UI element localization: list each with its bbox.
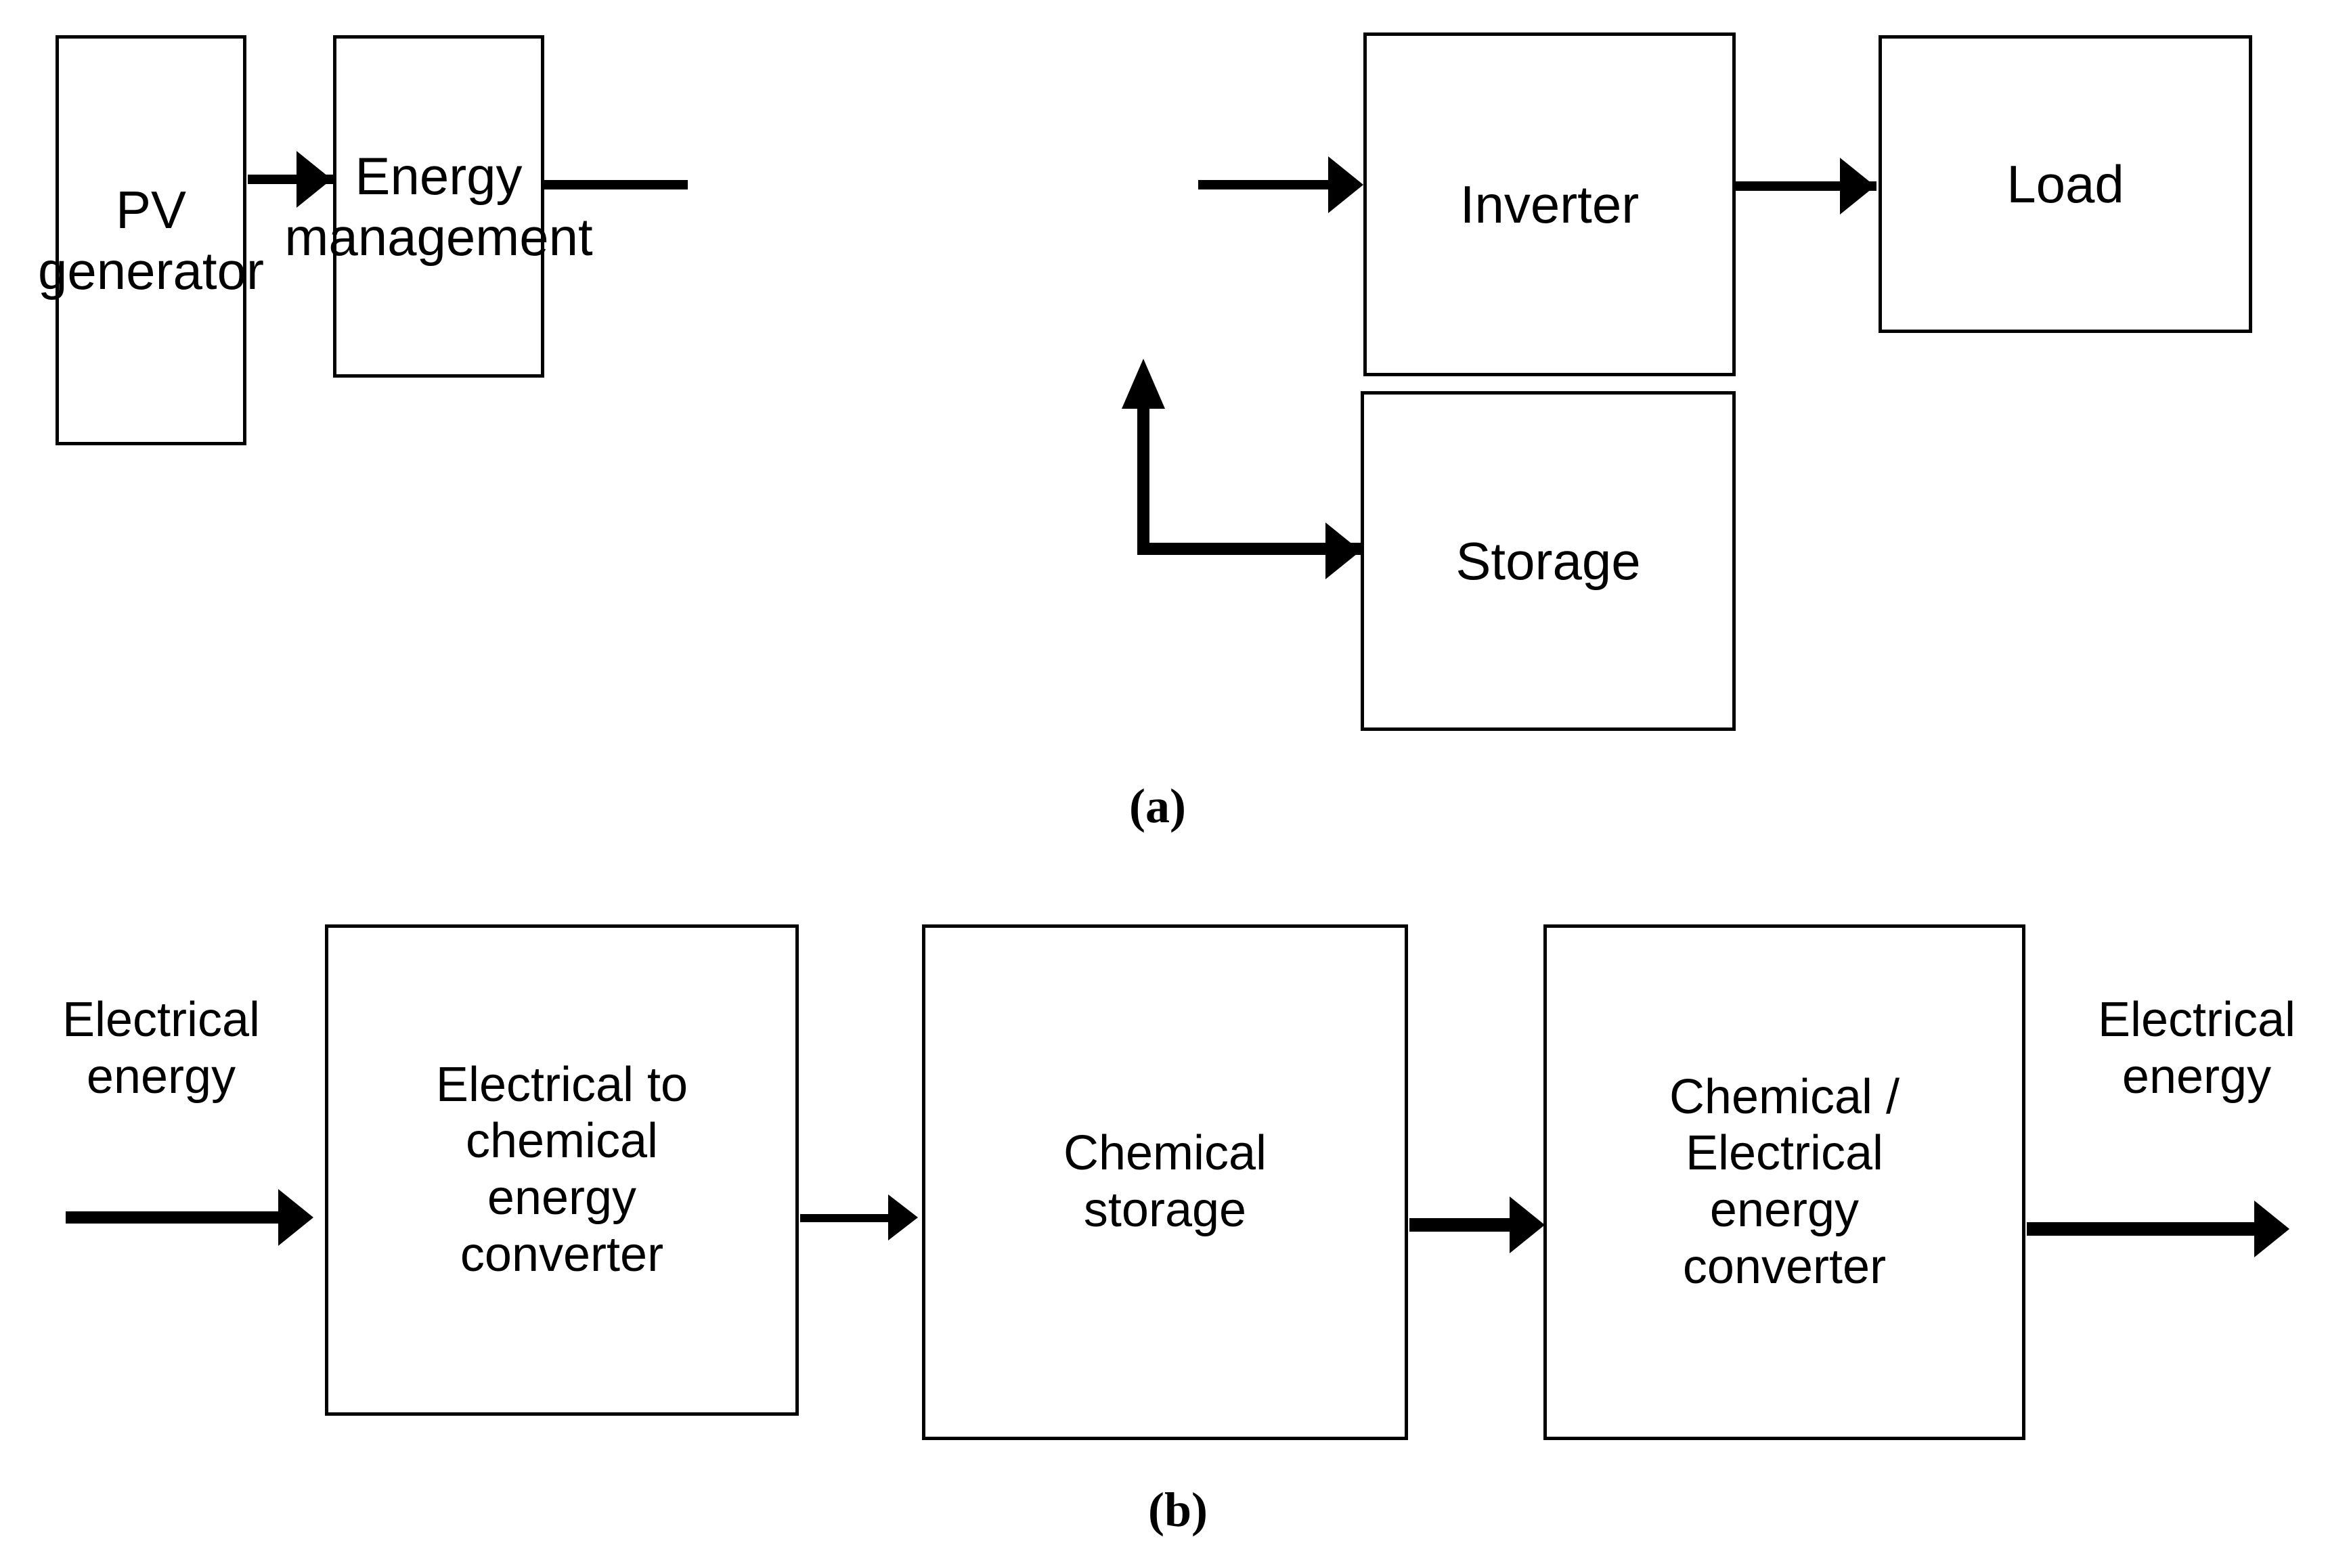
input-energy-label: Electrical energy [62, 993, 261, 1104]
arrow-right-icon [2254, 1201, 2289, 1257]
connector-converter-to-chemical-storage [800, 1214, 888, 1222]
block-pv-generator[interactable]: PV generator [38, 35, 264, 445]
connector-converter-to-output [2027, 1222, 2258, 1236]
connector-storage-loop-horizontal [1137, 543, 1361, 555]
block-label: Storage [1455, 531, 1641, 591]
block-label: Chemical / Electrical energy converter [1669, 1069, 1900, 1294]
block-storage[interactable]: Storage [1361, 391, 1736, 731]
block-chemical-storage[interactable]: Chemical storage [922, 924, 1408, 1440]
block-label: Electrical to chemical energy converter [435, 1057, 688, 1282]
panel-caption-a: (a) [1129, 779, 1186, 833]
block-label: PV generator [38, 179, 264, 300]
arrow-up-icon [1122, 359, 1165, 409]
block-label: Inverter [1459, 174, 1640, 234]
arrow-right-icon [888, 1194, 918, 1240]
block-electrical-to-chemical-converter[interactable]: Electrical to chemical energy converter [325, 924, 799, 1416]
arrow-right-icon [297, 151, 332, 208]
arrow-right-icon [1325, 522, 1361, 579]
arrow-right-icon [278, 1189, 313, 1246]
panel-caption-b: (b) [1148, 1483, 1208, 1537]
block-energy-management[interactable]: Energy management [284, 35, 593, 378]
arrow-right-icon [1328, 156, 1363, 213]
output-energy-label: Electrical energy [2097, 993, 2296, 1104]
block-label: Energy management [284, 145, 593, 267]
arrow-right-icon [1840, 158, 1875, 215]
connector-energy-management-to-inverter [544, 180, 688, 189]
block-inverter[interactable]: Inverter [1363, 32, 1736, 376]
connector-energy-management-to-inverter-segment [1198, 180, 1340, 189]
block-label: Chemical storage [1063, 1126, 1267, 1237]
block-chemical-electrical-converter[interactable]: Chemical / Electrical energy converter [1543, 924, 2025, 1440]
connector-storage-loop-vertical [1137, 405, 1149, 548]
block-load[interactable]: Load [1879, 35, 2252, 333]
connector-input-to-electrical-to-chemical-converter [66, 1211, 290, 1224]
connector-chemical-storage-to-converter [1409, 1218, 1512, 1232]
block-label: Load [2006, 154, 2124, 214]
arrow-right-icon [1510, 1196, 1545, 1253]
